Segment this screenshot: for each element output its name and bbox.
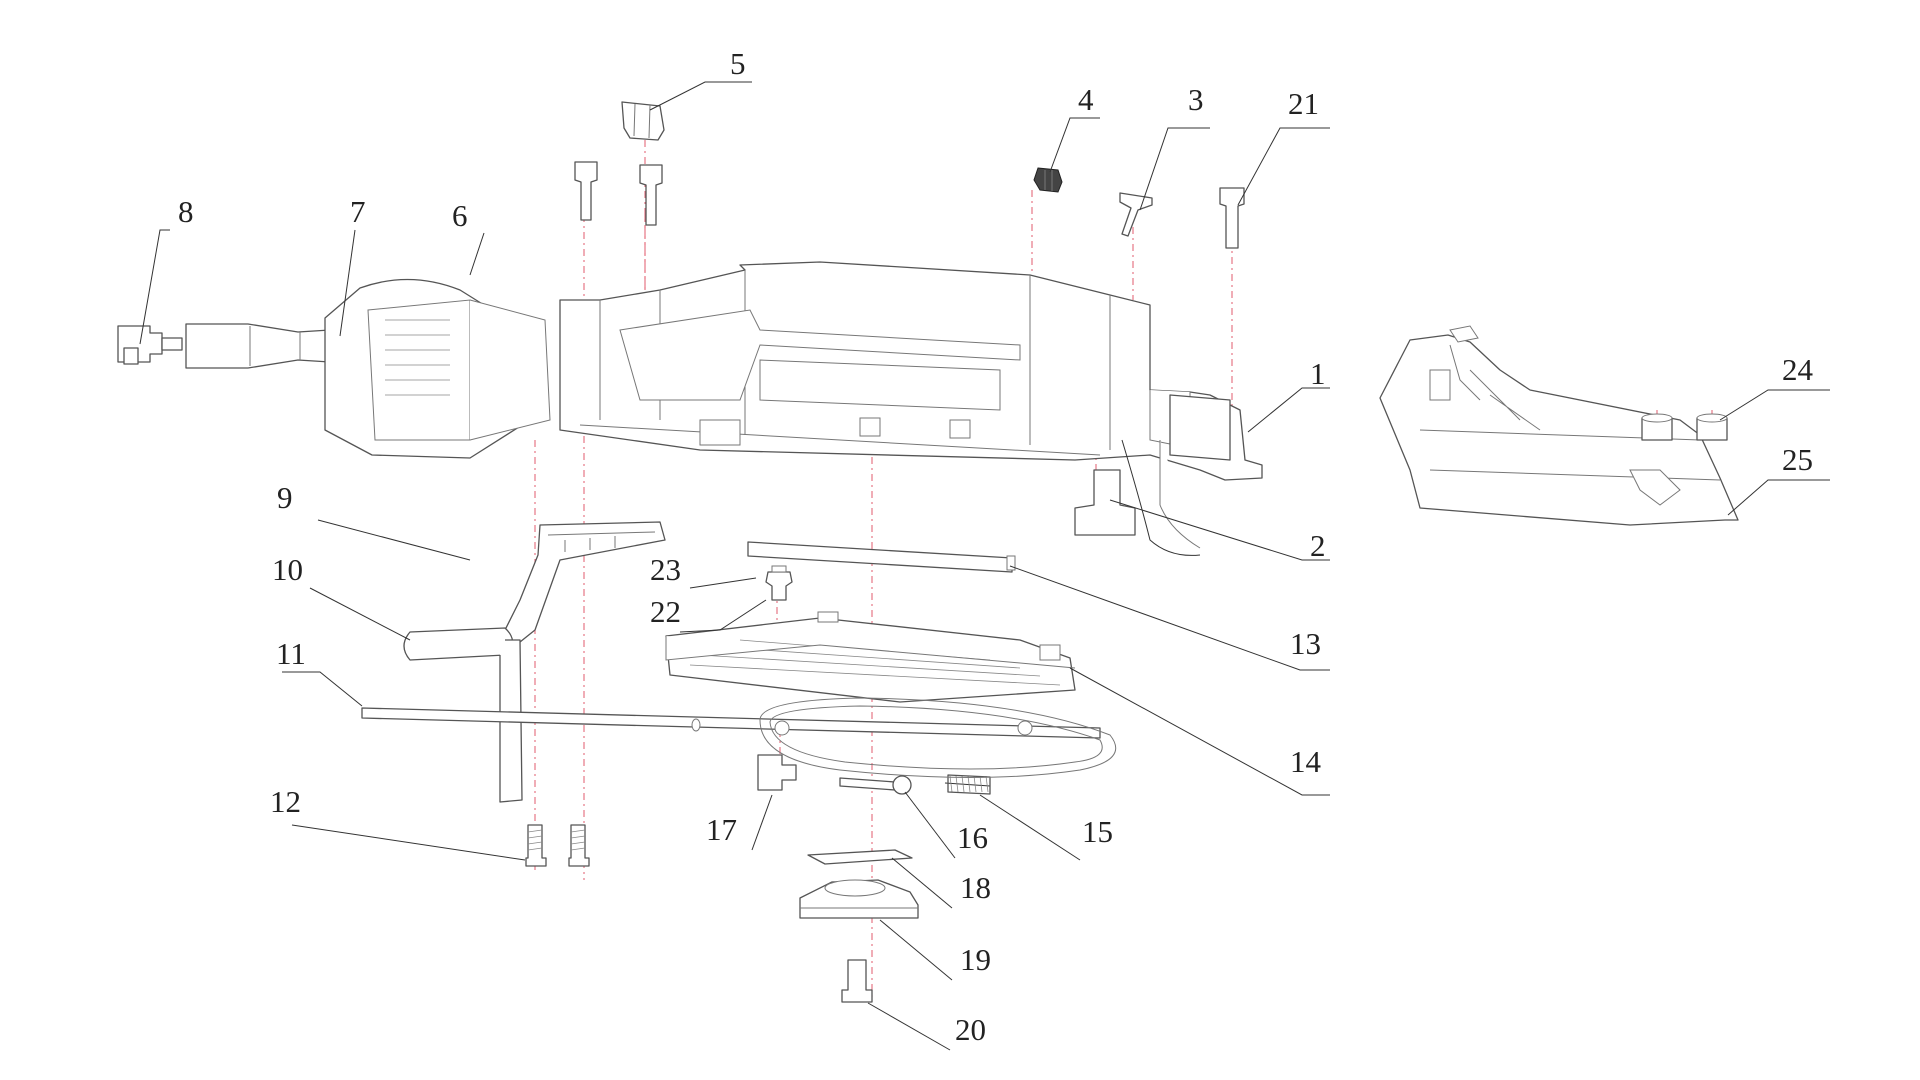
part-8-plug [117,325,183,365]
wire-loop [759,697,1117,778]
part-5-cap-nut [621,101,665,141]
part-17-bracket [757,754,797,791]
callout-7: 7 [350,194,366,229]
part-1-main-housing [559,261,1263,481]
callout-8: 8 [178,194,194,229]
part-22-23-screw [765,565,793,601]
callout-24: 24 [1782,352,1814,387]
callout-17: 17 [706,812,737,847]
callout-labels: 1 2 3 4 5 6 7 8 9 10 11 12 13 14 15 16 1… [178,46,1814,1047]
callout-22: 22 [650,594,681,629]
assembly-centerlines [534,140,1713,1000]
part-19-knob [799,879,919,919]
callout-10: 10 [272,552,303,587]
callout-13: 13 [1290,626,1321,661]
part-4-nut [1033,167,1063,193]
callout-4: 4 [1078,82,1094,117]
part-3-spring-clip [1119,192,1153,237]
part-15-spring [944,774,991,795]
part-7-cable-sleeve [185,323,346,369]
part-9-handle-lever [499,521,666,651]
part-2-wire-harness [1074,439,1201,556]
callout-5: 5 [730,46,746,81]
part-6-end-cap [324,278,551,459]
callout-12: 12 [270,784,301,819]
callout-16: 16 [957,820,988,855]
part-11-rod [361,707,1101,739]
callout-18: 18 [960,870,991,905]
part-13-flat-bar [747,541,1016,573]
callout-9: 9 [277,480,293,515]
callout-21: 21 [1288,86,1319,121]
callout-1: 1 [1310,356,1326,391]
callout-3: 3 [1188,82,1204,117]
part-24-bushings [1641,413,1728,441]
part-14-base-plate [665,611,1076,703]
callout-6: 6 [452,198,468,233]
callout-23: 23 [650,552,681,587]
leader-lines [139,81,1830,1051]
part-20-bolt [841,959,873,1003]
callout-14: 14 [1290,744,1322,779]
part-10-grip [403,627,523,803]
callout-11: 11 [276,636,306,671]
part-16-pin [839,775,912,795]
part-12-screws [525,824,590,867]
callout-15: 15 [1082,814,1113,849]
callout-25: 25 [1782,442,1813,477]
callout-19: 19 [960,942,991,977]
callout-20: 20 [955,1012,986,1047]
callout-2: 2 [1310,528,1326,563]
part-25-cover [1379,325,1739,526]
part-18-washer [807,849,913,865]
